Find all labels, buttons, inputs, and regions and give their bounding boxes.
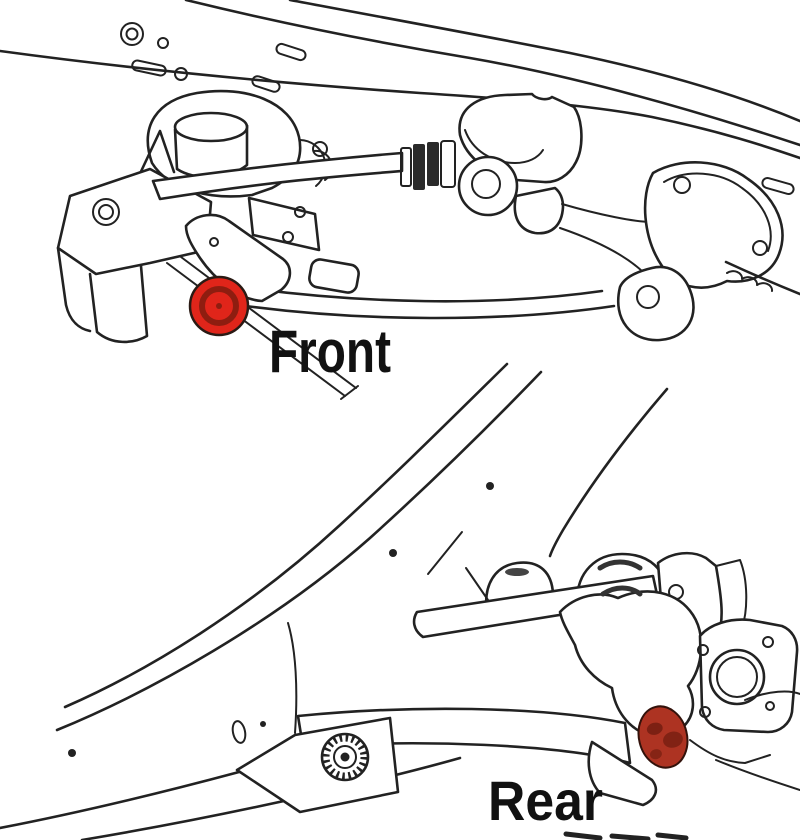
- rear-cam-bracket: [235, 716, 400, 814]
- cam-washer-serrations: [322, 734, 368, 780]
- front-label: Front: [269, 318, 391, 385]
- front-spring-front-hanger: [184, 213, 292, 303]
- front-spring-rear-hanger: [617, 161, 800, 342]
- front-control-arm: [151, 140, 456, 201]
- front-link-plate: [247, 196, 321, 252]
- front-hanger-assembly: [457, 92, 653, 273]
- front-bushing-highlight: [188, 275, 250, 337]
- rear-bushing-bracket: [563, 690, 800, 840]
- rear-hub-flange: [697, 618, 799, 734]
- rear-bushing-highlight: [637, 705, 689, 769]
- front-assembly-drawing: Front: [0, 0, 800, 400]
- front-leaf-spring: [244, 258, 616, 320]
- rear-axle-knuckle: [558, 585, 703, 737]
- rear-assembly-drawing: Rear: [0, 362, 800, 840]
- rear-label: Rear: [488, 769, 603, 832]
- rear-frame-rail: [0, 362, 669, 840]
